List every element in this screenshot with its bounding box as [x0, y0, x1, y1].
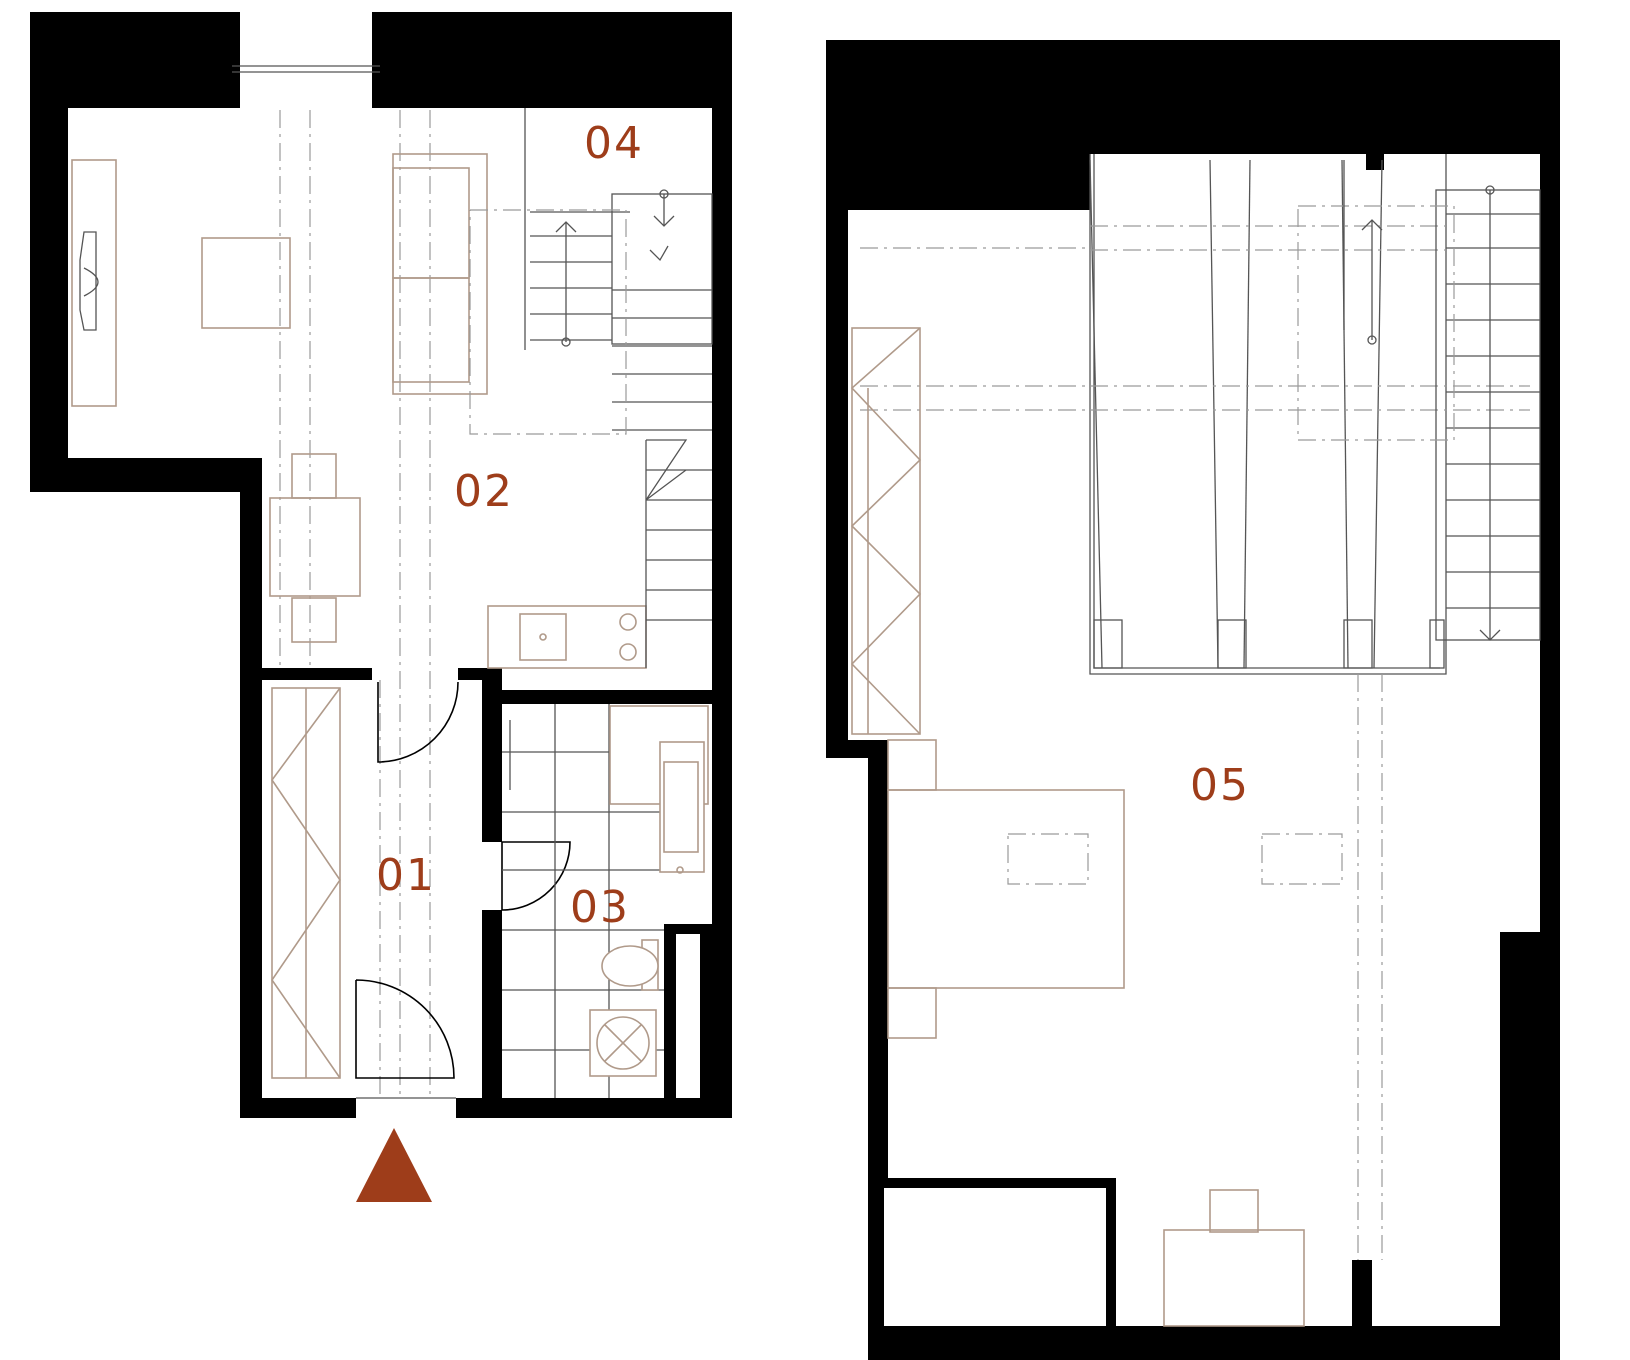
toilet-icon — [601, 945, 659, 987]
desk — [1163, 1229, 1305, 1327]
room-label-05: 05 — [1190, 760, 1250, 811]
bed — [887, 789, 1125, 989]
shaft-wall — [664, 924, 712, 934]
upper-floor-plan: 05 — [826, 40, 1560, 1360]
wall-segment — [1106, 1178, 1116, 1326]
chair — [291, 453, 337, 499]
dining-table — [269, 497, 361, 597]
wall-segment — [240, 668, 372, 680]
kitchen-door — [377, 681, 459, 763]
tv-unit — [71, 159, 117, 407]
entrance-arrow-icon — [356, 1128, 432, 1202]
ground-floor-plan: 01 02 03 04 — [30, 12, 732, 1202]
staircase — [469, 189, 713, 668]
tv-icon — [79, 231, 97, 331]
room-label-03: 03 — [570, 882, 630, 933]
upper-staircase — [1297, 160, 1541, 641]
shaft-wall — [700, 924, 712, 1098]
sink-icon — [519, 613, 567, 661]
wall-segment — [1366, 152, 1384, 170]
entrance-door — [355, 979, 455, 1079]
nightstand — [887, 987, 937, 1039]
wall-segment — [458, 668, 482, 680]
hob-icon — [619, 613, 637, 631]
coffee-table — [201, 237, 291, 329]
wall-segment — [884, 1178, 1116, 1188]
room-label-04: 04 — [584, 118, 644, 169]
bathroom-wall-top — [482, 690, 712, 704]
desk-chair — [1209, 1189, 1259, 1233]
room-label-01: 01 — [376, 850, 436, 901]
upper-floor-walls — [826, 40, 1560, 1360]
skylight — [1261, 833, 1343, 885]
chair — [291, 597, 337, 643]
void-open-to-below — [1089, 154, 1447, 675]
upper-wardrobe — [851, 327, 921, 735]
nightstand — [887, 739, 937, 791]
skylight — [1007, 833, 1089, 885]
room-label-02: 02 — [454, 466, 514, 517]
top-window — [240, 62, 372, 108]
wall-segment — [1352, 1260, 1372, 1326]
storage-cupboard — [884, 1178, 1116, 1326]
shaft-wall — [664, 924, 676, 1098]
bathroom-door — [501, 841, 571, 911]
sofa — [392, 153, 488, 395]
